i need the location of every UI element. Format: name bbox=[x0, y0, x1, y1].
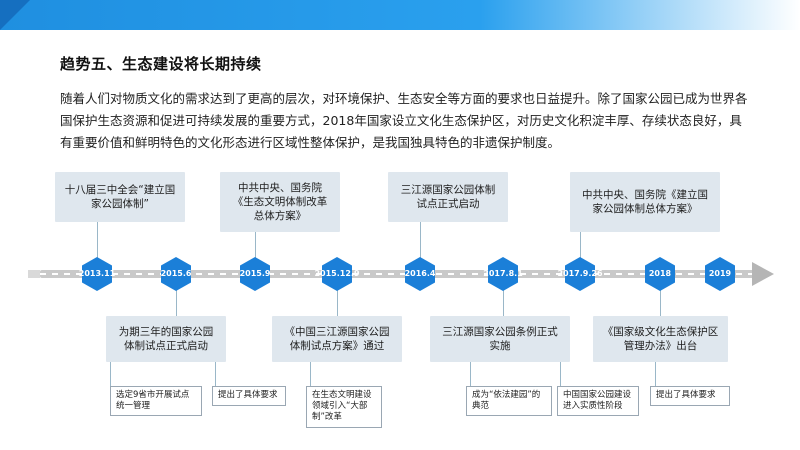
connector-lower-1 bbox=[176, 290, 177, 316]
header-bar bbox=[0, 0, 800, 30]
connector-upper-2 bbox=[255, 232, 256, 264]
connector-detail-5 bbox=[560, 362, 561, 386]
timeline-axis-tail bbox=[28, 270, 40, 278]
timeline-node-2013-11: 2013.11 bbox=[79, 257, 115, 291]
section-heading: 趋势五、生态建设将长期持续 bbox=[60, 55, 262, 73]
event-upper-4: 中共中央、国务院《建立国家公园体制总体方案》 bbox=[570, 172, 720, 232]
header-corner-decoration bbox=[0, 0, 30, 30]
timeline-node-2015-6: 2015.6 bbox=[161, 257, 191, 291]
connector-detail-1 bbox=[110, 362, 111, 386]
timeline-node-2018: 2018 bbox=[645, 257, 675, 291]
connector-lower-4 bbox=[660, 290, 661, 316]
connector-upper-1 bbox=[97, 222, 98, 264]
connector-detail-3 bbox=[310, 362, 311, 386]
connector-lower-3 bbox=[503, 290, 504, 316]
connector-detail-2 bbox=[215, 362, 216, 386]
event-lower-2: 《中国三江源国家公园体制试点方案》通过 bbox=[272, 316, 402, 362]
timeline-arrow-icon bbox=[752, 262, 774, 286]
event-upper-2: 中共中央、国务院《生态文明体制改革总体方案》 bbox=[220, 172, 340, 232]
event-upper-1: 十八届三中全会“建立国家公园体制” bbox=[55, 172, 185, 222]
timeline-node-2015-9: 2015.9 bbox=[240, 257, 270, 291]
event-lower-1: 为期三年的国家公园体制试点正式启动 bbox=[106, 316, 226, 362]
detail-box-5: 中国国家公园建设进入实质性阶段 bbox=[557, 386, 639, 416]
timeline-node-2019: 2019 bbox=[705, 257, 735, 291]
connector-detail-6 bbox=[655, 362, 656, 386]
timeline-node-2015-12-9: 2015.12.9 bbox=[314, 257, 360, 291]
timeline-node-2017-9-26: 2017.9.26 bbox=[557, 257, 603, 291]
detail-box-1: 选定9省市开展试点统一管理 bbox=[110, 386, 202, 416]
detail-box-6: 提出了具体要求 bbox=[650, 386, 730, 406]
timeline-node-2016-4: 2016.4 bbox=[405, 257, 435, 291]
detail-box-4: 成为“依法建园”的典范 bbox=[466, 386, 552, 416]
detail-box-3: 在生态文明建设领域引入“大部制”改革 bbox=[306, 386, 382, 428]
connector-lower-2 bbox=[337, 290, 338, 316]
timeline-node-2017-8-1: 2017.8.1 bbox=[483, 257, 523, 291]
event-upper-3: 三江源国家公园体制试点正式启动 bbox=[388, 172, 508, 222]
intro-paragraph: 随着人们对物质文化的需求达到了更高的层次，对环境保护、生态安全等方面的要求也日益… bbox=[60, 91, 748, 150]
event-lower-3: 三江源国家公园条例正式实施 bbox=[430, 316, 570, 362]
detail-box-2: 提出了具体要求 bbox=[212, 386, 286, 406]
connector-upper-3 bbox=[420, 222, 421, 264]
connector-detail-4 bbox=[470, 362, 471, 386]
event-lower-4: 《国家级文化生态保护区管理办法》出台 bbox=[593, 316, 728, 362]
timeline-axis-dashes bbox=[40, 273, 760, 275]
connector-upper-4 bbox=[580, 232, 581, 264]
